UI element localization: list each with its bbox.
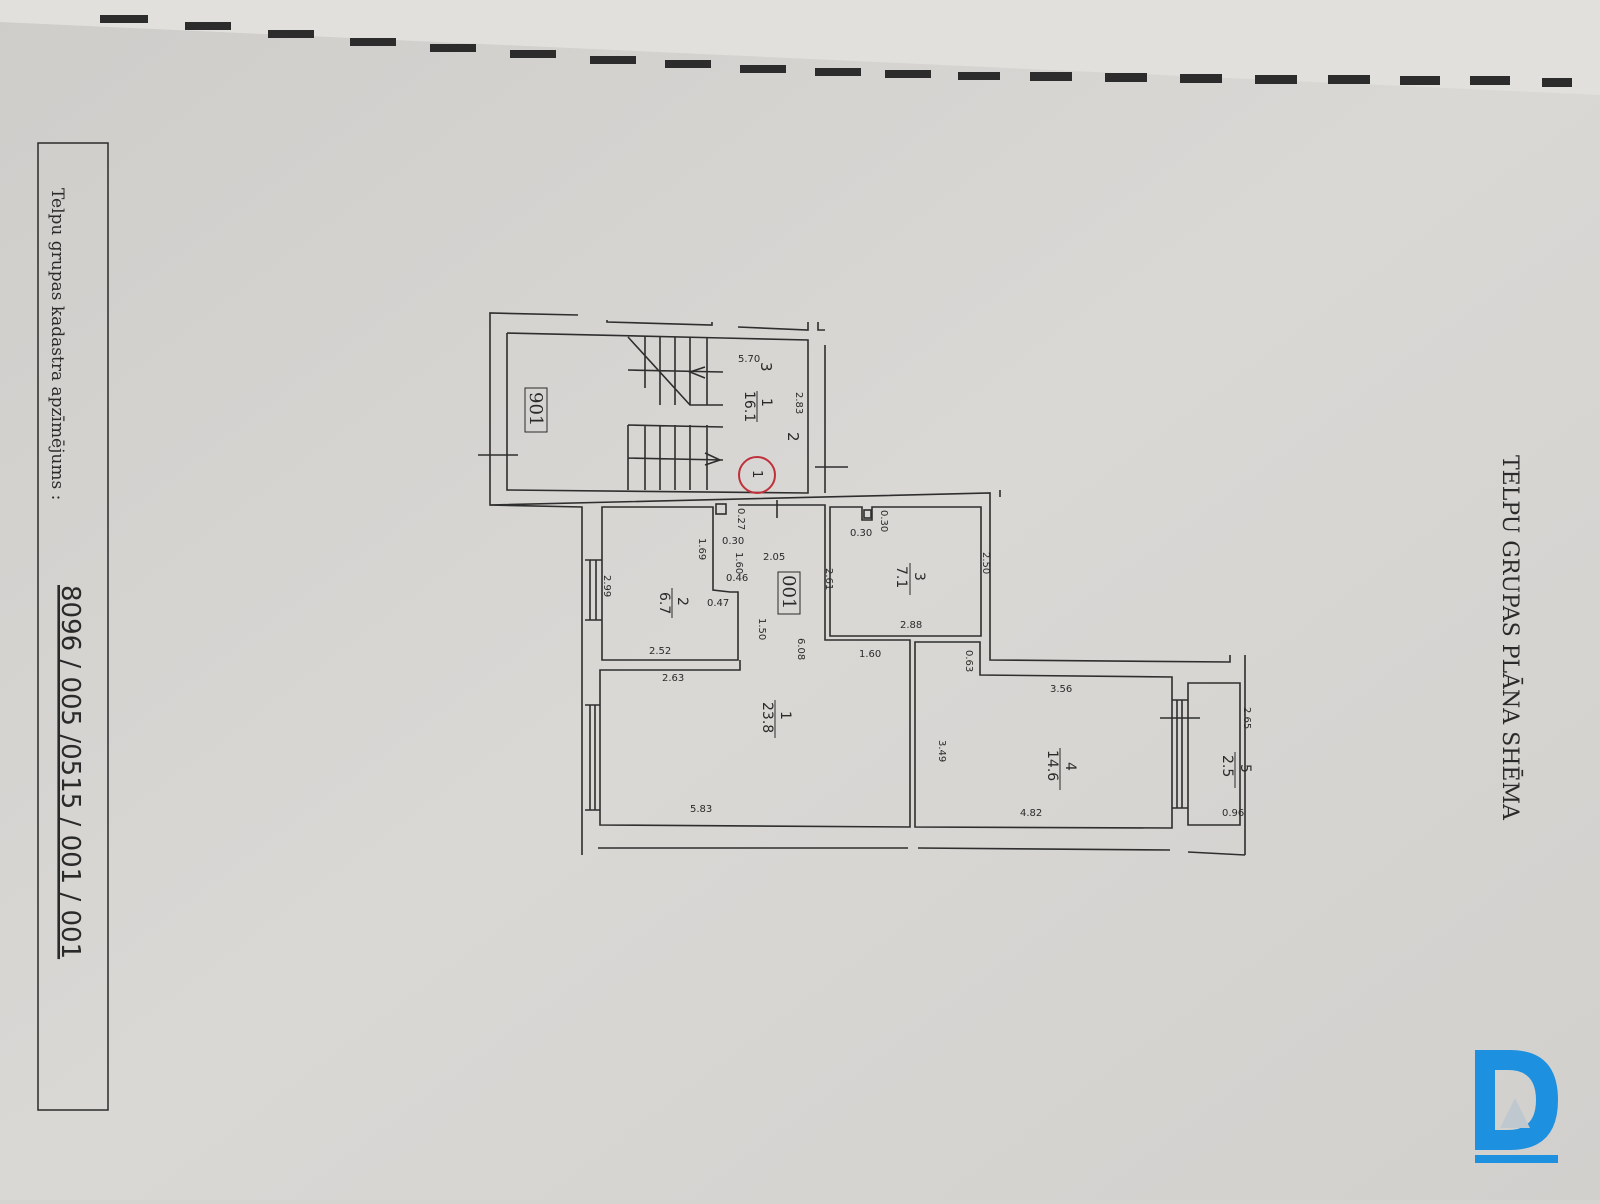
dimension-label: 3.56 [1050,684,1072,695]
svg-text:2: 2 [674,597,690,606]
dimension-label: 5.83 [690,804,712,815]
room-label: 1 16.1 [741,391,774,422]
dimension-label: 2.05 [763,552,785,563]
dimension-label: 2.50 [980,552,991,574]
cadastre-label: Telpu grupas kadastra apzīmējums : [47,188,67,500]
dimension-label: 2.83 [793,392,804,414]
cadastre-box [37,142,109,1111]
dimension-label: 1.69 [696,538,707,560]
dimension-label: 2.99 [601,575,612,597]
svg-text:4: 4 [1062,762,1078,771]
plan-title: TELPU GRUPAS PLĀNA SHĒMA [1497,455,1523,821]
svg-text:16.1: 16.1 [741,391,757,422]
dimension-label: 2.65 [1241,707,1252,729]
group-code-901: 901 [525,392,546,426]
svg-text:14.6: 14.6 [1044,750,1060,781]
svg-text:3: 3 [911,572,927,581]
room-label: 1 23.8 [759,700,793,738]
svg-text:5: 5 [1237,764,1253,773]
room-label: 4 14.6 [1044,748,1078,790]
svg-text:23.8: 23.8 [759,702,775,733]
dimension-label: 4.82 [1020,808,1042,819]
dimension-label: 0.46 [726,573,748,584]
circled-number: 1 [749,470,764,478]
svg-text:1: 1 [758,398,774,407]
dimension-label: 0.30 [850,528,872,539]
svg-text:6.7: 6.7 [656,592,672,614]
top-page-edge [0,0,1600,95]
cadastre-number: 8096 / 005 /0515 / 001 / 001 [55,585,85,959]
dimension-label: 0.27 [735,508,746,530]
dimension-label: 1.60 [859,649,881,660]
dimension-label: 1.60 [733,552,744,574]
dimension-label: 0.63 [963,650,974,672]
room-label: 2 6.7 [656,588,690,618]
group-code-001: 001 [778,575,799,609]
dimension-label: 1.50 [756,618,767,640]
dimension-label: 2.52 [649,646,671,657]
plan-walls [478,312,1246,856]
dimension-label: 3.49 [936,740,947,762]
stair-mark-2: 2 [784,432,802,442]
dimension-label: 0.47 [707,598,729,609]
group-901-frame [524,387,548,433]
svg-text:2.5: 2.5 [1219,755,1235,777]
room-label: 5 2.5 [1219,752,1253,788]
dimension-label: 0.30 [722,536,744,547]
group-001-frame [777,571,801,615]
room-label: 3 7.1 [893,563,927,595]
dimension-label: 6.08 [795,638,806,660]
dimension-label: 5.70 [738,354,760,365]
watermark-logo [1475,1050,1558,1163]
dimension-label: 0.96 [1222,808,1244,819]
svg-text:7.1: 7.1 [893,566,909,588]
dimension-label: 0.30 [878,510,889,532]
binding-perforations [100,15,1572,87]
svg-text:1: 1 [777,711,793,720]
dimension-label: 2.63 [662,673,684,684]
red-circle-marker [738,456,776,494]
dimension-label: 2.88 [900,620,922,631]
dimension-label: 2.61 [823,568,834,590]
stair-mark-3: 3 [757,362,775,372]
